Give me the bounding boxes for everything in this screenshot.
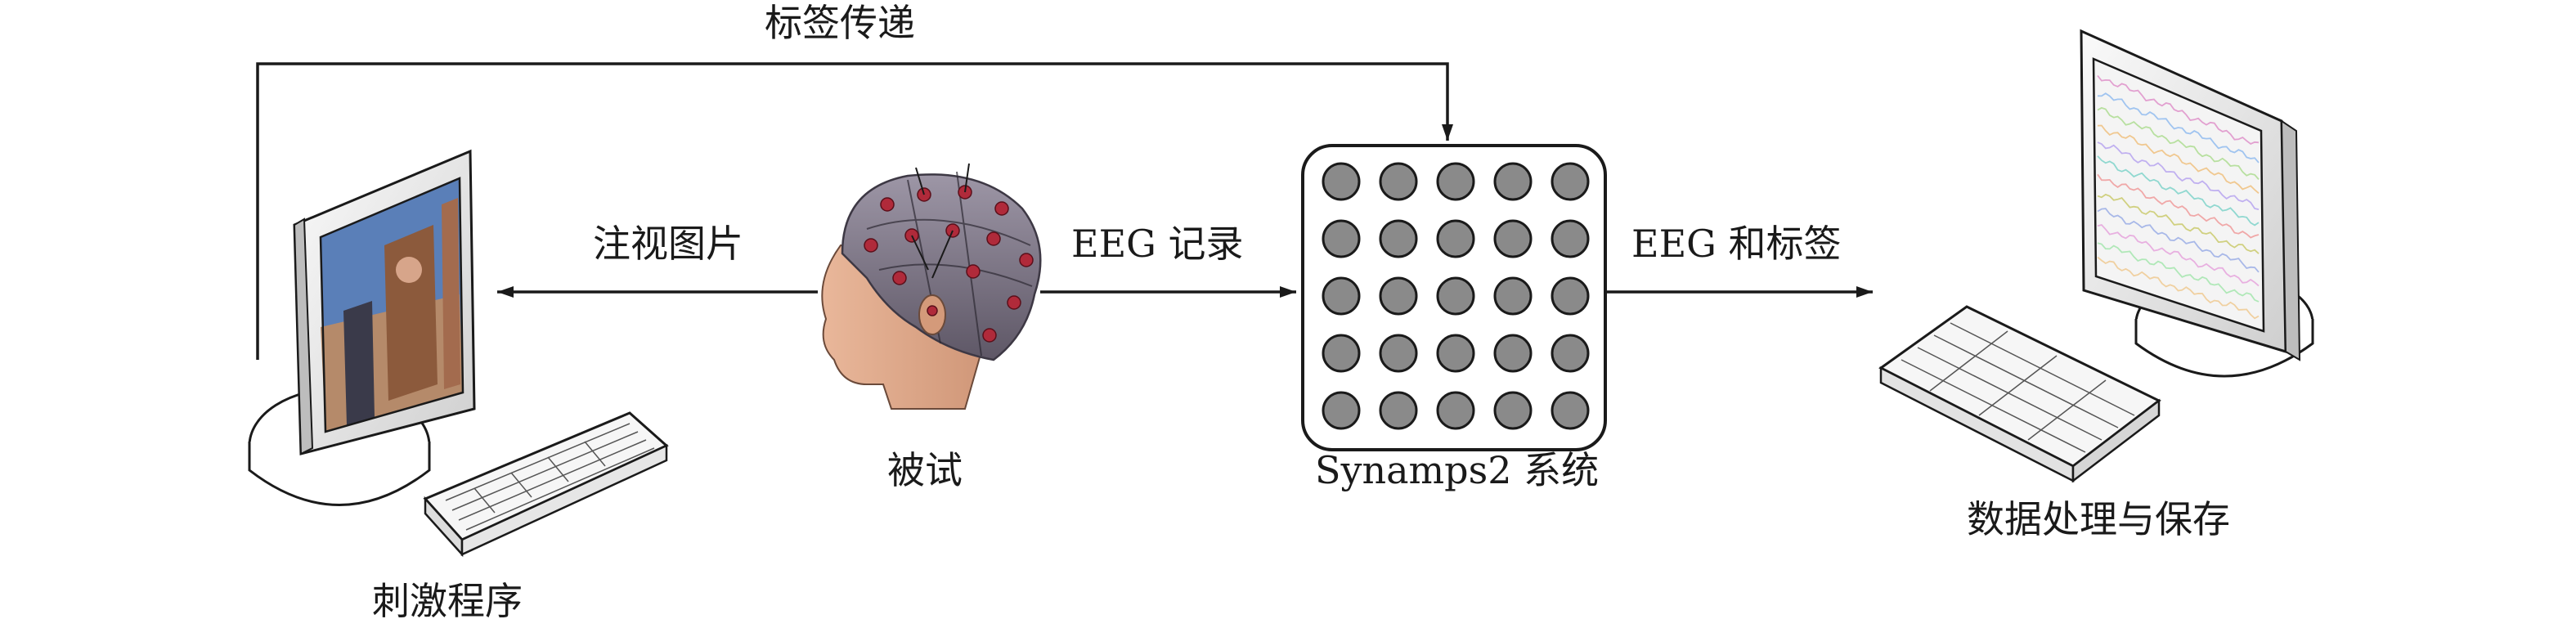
right-monitor-icon — [2081, 31, 2313, 376]
eeg-record-text: EEG 记录 — [1071, 225, 1244, 262]
data-processing-text: 数据处理与保存 — [1967, 500, 2230, 538]
electrode-dot — [1552, 393, 1588, 428]
electrode-dot — [1380, 393, 1416, 428]
eeg-cap-head-icon — [822, 164, 1040, 409]
electrode-dot — [1438, 221, 1474, 257]
electrode-dot — [1495, 393, 1531, 428]
electrode-dot — [1495, 278, 1531, 314]
electrode-dot — [1380, 221, 1416, 257]
electrode-dot — [1552, 335, 1588, 371]
electrode-dot — [1323, 393, 1359, 428]
right-keyboard-icon — [1881, 307, 2159, 481]
electrode-dot — [1552, 164, 1588, 200]
stimulus-program-text: 刺激程序 — [372, 582, 523, 620]
eeg-and-label-text: EEG 和标签 — [1631, 225, 1842, 262]
electrode-dot — [1323, 278, 1359, 314]
electrode-dot — [1495, 164, 1531, 200]
electrode-dot — [1380, 335, 1416, 371]
label-transfer-text: 标签传递 — [765, 4, 915, 42]
electrode-dot — [1380, 164, 1416, 200]
left-keyboard-icon — [425, 413, 666, 554]
electrode-dot — [1323, 164, 1359, 200]
electrode-dot — [1438, 278, 1474, 314]
watch-image-text: 注视图片 — [593, 225, 743, 262]
electrode-dot — [1552, 278, 1588, 314]
electrode-dot — [1495, 221, 1531, 257]
electrode-dot — [1438, 164, 1474, 200]
electrode-dot — [1323, 335, 1359, 371]
system-text: Synamps2 系统 — [1315, 451, 1599, 489]
electrode-dot — [1438, 393, 1474, 428]
left-monitor-icon — [249, 151, 474, 505]
electrode-dot — [1495, 335, 1531, 371]
electrode-dot — [1438, 335, 1474, 371]
electrode-dot — [1380, 278, 1416, 314]
electrode-dot — [1552, 221, 1588, 257]
electrode-grid-icon — [1303, 146, 1605, 450]
electrode-dot — [1323, 221, 1359, 257]
subject-text: 被试 — [887, 451, 963, 489]
